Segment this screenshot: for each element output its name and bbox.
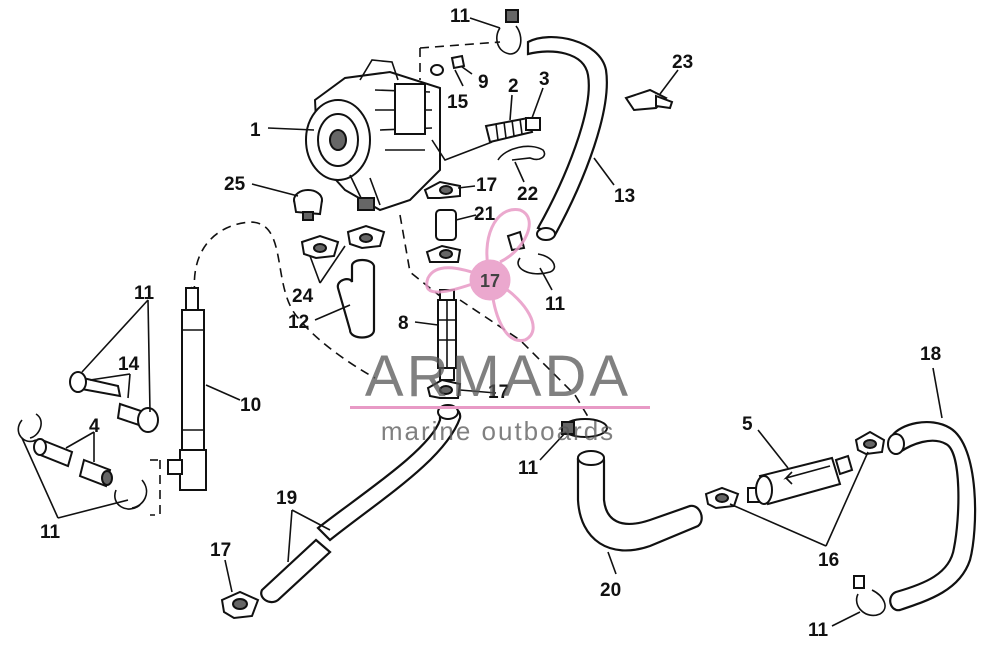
watermark-tagline: marine outboards	[381, 416, 615, 446]
fuel-pump-assembly	[305, 59, 493, 212]
hose-part-20	[576, 451, 703, 552]
watermark-brand: ARMADA	[365, 344, 631, 409]
callout-24: 24	[292, 286, 314, 307]
sleeve-part-21	[435, 209, 457, 241]
fitting-part-2	[484, 116, 541, 144]
hose-part-18	[889, 420, 977, 612]
watermark-logo: 17	[425, 208, 535, 342]
clamp-part-17-a	[423, 180, 461, 199]
washer-part-15	[430, 64, 444, 76]
fitting-part-23	[624, 88, 674, 112]
tube-part-10	[167, 287, 207, 491]
callout-11-center: 11	[518, 458, 539, 479]
clamp-part-11-left-b	[114, 479, 148, 510]
connector-part-14	[69, 371, 159, 433]
clamp-part-11-top	[496, 9, 522, 55]
clamp-part-17-d	[220, 590, 260, 620]
clamp-part-16-b	[854, 430, 886, 456]
clamp-part-17-b	[425, 244, 462, 263]
hose-part-12	[336, 258, 376, 339]
callout-17-d: 17	[210, 540, 231, 561]
callout-19: 19	[276, 488, 297, 509]
hose-part-19-upper	[316, 406, 462, 542]
watermark-divider	[350, 406, 650, 409]
callout-11-top: 11	[450, 6, 471, 27]
hose-part-13	[526, 35, 608, 237]
callout-17-c: 17	[488, 382, 509, 403]
callout-2: 2	[508, 76, 519, 97]
clamp-part-11-bottom	[853, 575, 886, 617]
hose-part-19-lower	[260, 538, 332, 604]
clip-part-22	[497, 145, 546, 161]
callout-18: 18	[920, 344, 941, 365]
clamp-part-11-left-a	[17, 413, 42, 443]
callout-1: 1	[250, 120, 261, 141]
callout-3: 3	[539, 69, 550, 90]
callout-25: 25	[224, 174, 246, 195]
callout-15: 15	[447, 92, 469, 113]
fuel-filter-part-5	[747, 454, 854, 506]
callout-16: 16	[818, 550, 839, 571]
screw-part-9	[450, 54, 473, 75]
callout-11-left-lower: 11	[40, 522, 61, 543]
callout-21: 21	[474, 204, 496, 225]
propeller-icon	[425, 208, 535, 342]
grommet-part-24	[300, 224, 386, 260]
callout-22: 22	[517, 184, 538, 205]
clamp-part-16-a	[704, 486, 740, 510]
callout-20: 20	[600, 580, 621, 601]
callout-8: 8	[398, 313, 409, 334]
watermark-badge-number: 17	[480, 271, 500, 291]
callout-11-left-upper: 11	[134, 283, 155, 304]
callout-23: 23	[672, 52, 693, 73]
callout-11-bottom: 11	[808, 620, 829, 641]
callout-4: 4	[89, 416, 100, 437]
callout-5: 5	[742, 414, 753, 435]
callout-10: 10	[240, 395, 261, 416]
connector-part-4	[33, 438, 113, 488]
callout-13: 13	[614, 186, 635, 207]
callout-17-a: 17	[476, 175, 497, 196]
callout-12: 12	[288, 312, 309, 333]
clamp-part-11-center	[561, 418, 608, 438]
callout-9: 9	[478, 72, 489, 93]
cap-part-25	[293, 189, 323, 221]
watermark-badge	[469, 259, 511, 301]
callout-11-middle: 11	[545, 294, 566, 315]
callout-14: 14	[118, 354, 140, 375]
